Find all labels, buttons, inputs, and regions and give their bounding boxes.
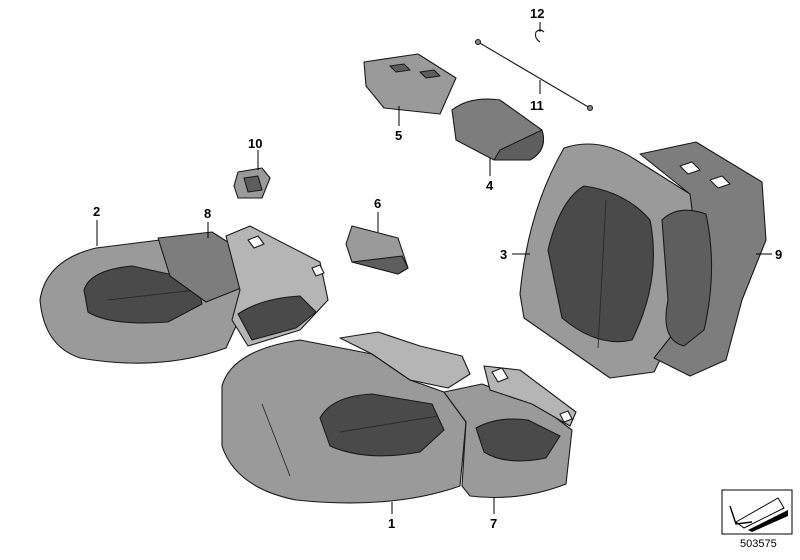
part-7-right-seat-cushion	[443, 365, 577, 498]
callout-4: 4	[486, 178, 494, 193]
callout-3: 3	[500, 247, 507, 262]
callout-11: 11	[530, 98, 544, 113]
callout-12: 12	[530, 6, 544, 21]
callout-7: 7	[490, 516, 497, 531]
callout-9: 9	[775, 247, 782, 262]
part-8-left-side-frame	[157, 225, 329, 347]
callout-10: 10	[248, 136, 262, 151]
callout-6: 6	[374, 196, 381, 211]
callout-2: 2	[93, 204, 100, 219]
callout-8: 8	[204, 206, 211, 221]
part-1-main-seat-cushion	[221, 331, 471, 504]
callout-1: 1	[388, 516, 395, 531]
direction-arrow-icon	[721, 489, 793, 535]
part-9-backrest-rear	[639, 141, 767, 377]
part-4-cushion-pad	[451, 98, 545, 161]
part-12-clip	[534, 29, 545, 43]
callout-5: 5	[395, 128, 402, 143]
leader-lines	[96, 22, 772, 514]
document-number: 503575	[740, 538, 777, 550]
part-5-headrest-cover	[363, 53, 457, 115]
part-6-bracket	[345, 225, 409, 275]
part-11-wire-rod	[474, 38, 594, 112]
part-10-small-clip	[233, 167, 271, 199]
